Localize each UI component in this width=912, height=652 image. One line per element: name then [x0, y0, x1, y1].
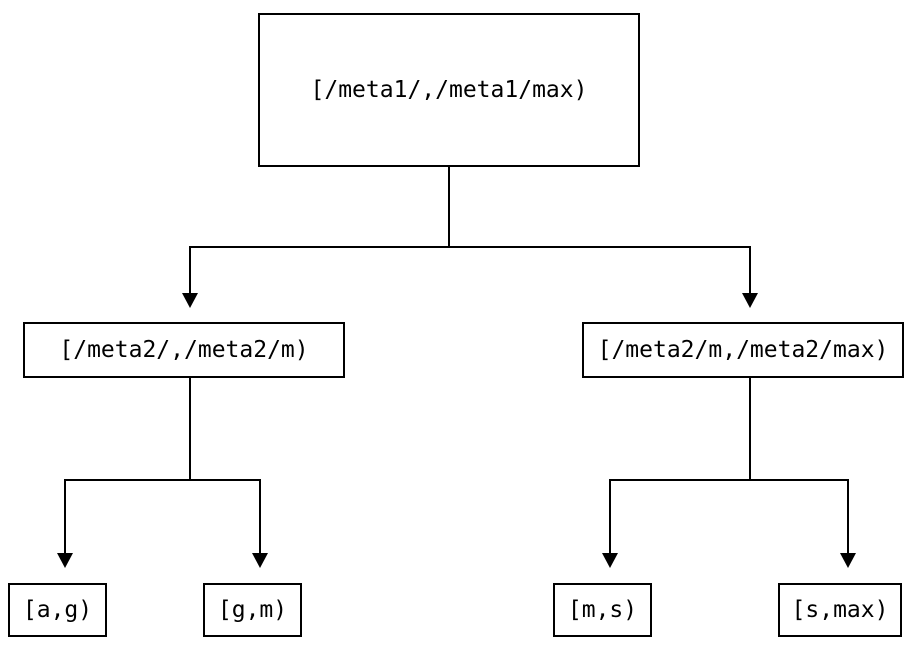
arrowhead-icon: [840, 553, 856, 568]
node-root-interval: [/meta1/,/meta1/max): [258, 13, 640, 167]
leaf-node-m-s: [m,s): [553, 583, 652, 637]
node-label: [m,s): [567, 596, 638, 623]
arrowhead-icon: [182, 293, 198, 308]
node-meta2-left-interval: [/meta2/,/meta2/m): [23, 322, 345, 378]
arrowhead-icon: [57, 553, 73, 568]
node-label: [a,g): [22, 596, 93, 623]
node-label: [/meta2/,/meta2/m): [59, 336, 309, 363]
arrowhead-icon: [602, 553, 618, 568]
node-meta2-right-interval: [/meta2/m,/meta2/max): [582, 322, 904, 378]
node-label: [s,max): [791, 596, 889, 623]
connector-root-to-children: [189, 167, 751, 293]
leaf-node-s-max: [s,max): [778, 583, 902, 637]
leaf-node-a-g: [a,g): [8, 583, 107, 637]
leaf-node-g-m: [g,m): [203, 583, 302, 637]
node-label: [g,m): [217, 596, 288, 623]
node-label: [/meta2/m,/meta2/max): [597, 336, 889, 363]
arrowhead-icon: [252, 553, 268, 568]
node-label: [/meta1/,/meta1/max): [310, 76, 588, 103]
arrowhead-icon: [742, 293, 758, 308]
connector-right-subtree: [609, 378, 849, 553]
connector-left-subtree: [64, 378, 261, 553]
